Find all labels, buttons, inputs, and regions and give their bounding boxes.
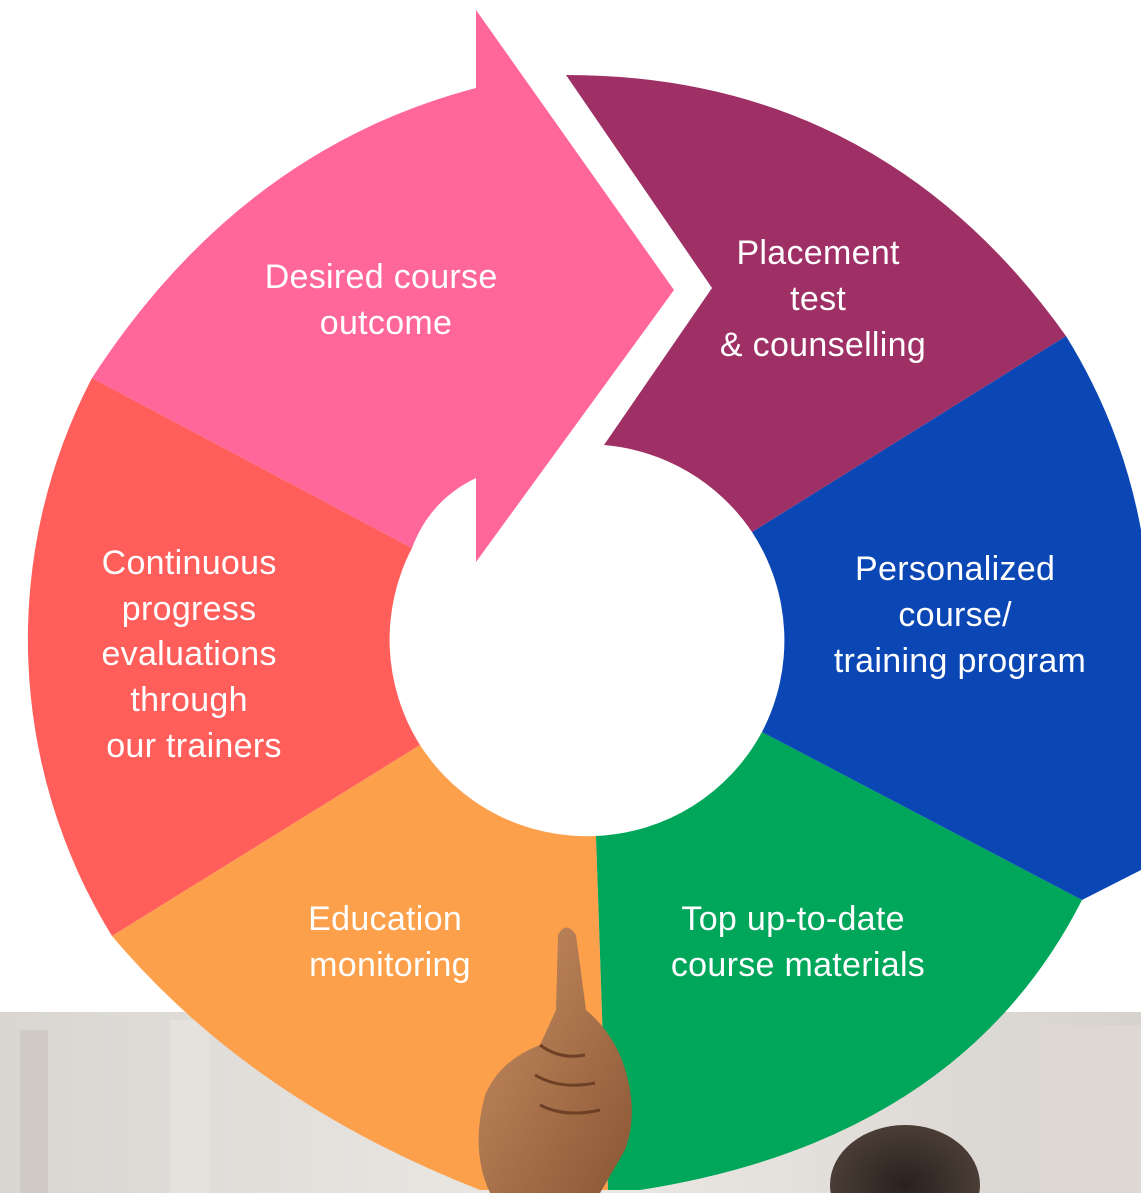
education-monitoring-label: Education monitoring <box>308 900 472 984</box>
progress-evaluations-line-1: Continuous <box>102 544 277 582</box>
progress-evaluations-line-2: progress <box>122 590 257 628</box>
placement-test-line-1: Placement <box>736 234 900 272</box>
progress-evaluations-line-5: our trainers <box>106 727 282 765</box>
placement-test-line-3: & counselling <box>720 326 926 364</box>
course-materials-line-2: course materials <box>671 946 925 984</box>
segment-desired-outcome <box>92 10 674 562</box>
segment-placement-test-shape <box>566 75 1066 532</box>
personalized-program-line-1: Personalized <box>855 550 1055 588</box>
placement-test-line-2: test <box>790 280 846 318</box>
segment-course-materials <box>596 732 1082 1190</box>
desired-outcome-line-2: outcome <box>320 304 453 342</box>
segment-personalized-program <box>752 336 1141 900</box>
segment-progress-evaluations <box>27 378 420 936</box>
segment-desired-outcome-shape <box>92 10 674 562</box>
education-monitoring-line-2: monitoring <box>309 946 471 984</box>
segment-placement-test <box>566 75 1066 532</box>
progress-evaluations-line-3: evaluations <box>101 635 276 673</box>
personalized-program-line-3: training program <box>834 642 1086 680</box>
segment-personalized-program-shape <box>752 336 1141 900</box>
segment-education-monitoring <box>112 745 608 1190</box>
education-monitoring-line-1: Education <box>308 900 462 938</box>
placement-test-label: Placement test & counselling <box>720 234 926 364</box>
course-materials-label: Top up-to-date course materials <box>671 900 925 984</box>
raised-hand-photo <box>478 927 632 1193</box>
segment-course-materials-shape <box>596 732 1082 1190</box>
desired-outcome-line-1: Desired course <box>265 258 498 296</box>
course-materials-line-1: Top up-to-date <box>681 900 904 938</box>
desired-outcome-label: Desired course outcome <box>265 258 508 342</box>
segment-progress-evaluations-shape <box>27 378 420 936</box>
progress-evaluations-label: Continuous progress evaluations through … <box>101 544 286 765</box>
progress-evaluations-line-4: through <box>130 681 247 719</box>
personalized-program-line-2: course/ <box>898 596 1012 634</box>
segment-education-monitoring-shape <box>112 745 608 1190</box>
personalized-program-label: Personalized course/ training program <box>834 550 1086 680</box>
